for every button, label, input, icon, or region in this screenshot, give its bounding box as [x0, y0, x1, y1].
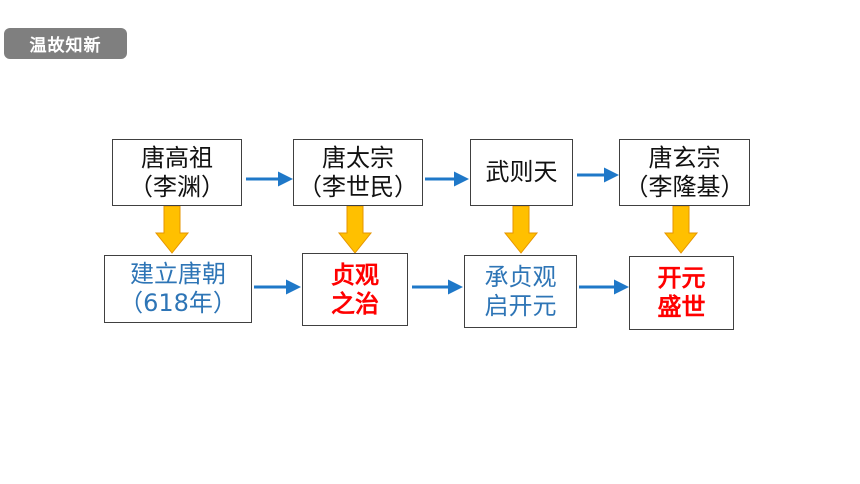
ruler-box-xuanzong: 唐玄宗 （李隆基）	[619, 139, 750, 206]
ruler-title: 唐高祖	[141, 143, 213, 172]
event-line-1: 建立唐朝	[130, 260, 226, 289]
arrow-down-4	[663, 205, 699, 254]
ruler-name: （李渊）	[129, 172, 225, 201]
ruler-title: 武则天	[485, 158, 558, 187]
event-box-founding: 建立唐朝 （618年）	[104, 255, 252, 323]
event-line-1: 开元	[657, 264, 706, 293]
event-box-transition: 承贞观 启开元	[464, 255, 577, 328]
event-line-2: 启开元	[484, 291, 557, 320]
event-line-2: 之治	[331, 289, 379, 318]
ruler-box-gaozu: 唐高祖 （李渊）	[112, 139, 242, 206]
arrow-down-3	[503, 205, 539, 254]
ruler-name: （李隆基）	[624, 172, 745, 201]
arrow-down-2	[337, 205, 373, 254]
ruler-name: （李世民）	[298, 172, 418, 201]
event-box-zhenguan: 贞观 之治	[302, 253, 408, 326]
event-line-2: （618年）	[119, 289, 237, 317]
event-box-kaiyuan: 开元 盛世	[629, 256, 734, 330]
arrow-down-1	[154, 205, 190, 254]
ruler-box-taizong: 唐太宗 （李世民）	[293, 139, 423, 206]
ruler-title: 唐玄宗	[648, 143, 721, 172]
section-tag: 温故知新	[4, 28, 127, 59]
ruler-box-wuzetian: 武则天	[470, 139, 573, 206]
event-line-1: 承贞观	[484, 262, 557, 291]
event-line-2: 盛世	[657, 293, 706, 321]
ruler-title: 唐太宗	[322, 143, 394, 172]
event-line-1: 贞观	[331, 260, 379, 289]
